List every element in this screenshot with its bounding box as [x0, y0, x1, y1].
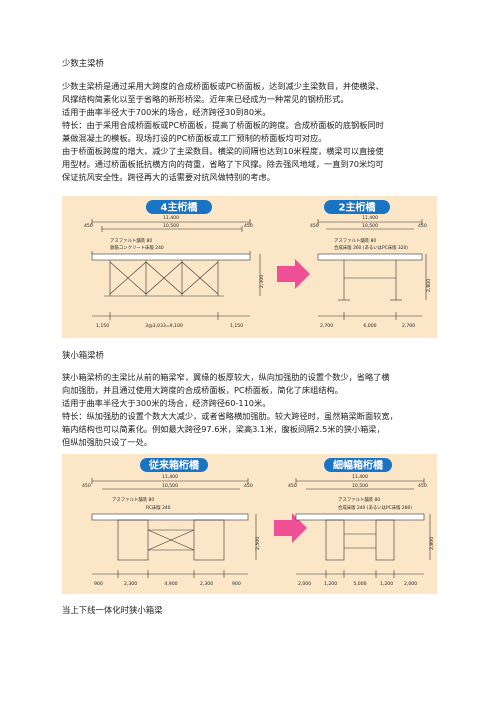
narrow-box-section-drawing — [295, 478, 431, 578]
section-title-few-girder: 少数主梁桥 — [62, 58, 104, 68]
title-pill-left: 従来箱桁橋 — [140, 458, 208, 472]
dim-bottom-left-c: 3@3,033=9,100 — [145, 323, 183, 329]
dim-bottom-left-2: 2,300 — [124, 581, 137, 587]
text-line: 保证抗风安全性。跨径再大的话需要对抗风做特别的考虑。 — [62, 172, 275, 182]
text-line: 兼做混凝土的模板。现场打设的PC桥面板或工厂预制的桥面板均可对应。 — [62, 133, 327, 143]
dim-total-width-right: 11,400 — [352, 474, 368, 480]
label-paving-left: アスファルト舗装 80 — [110, 237, 152, 244]
text-line: 用型材。通过桥面板抵抗横方向的荷重，省略了下风撑。除去强风地域，一直到70米均可 — [62, 159, 384, 169]
dim-bottom-left-r: 1,150 — [230, 323, 243, 329]
pill-right-text: 2主桁橋 — [339, 201, 377, 214]
text-line: 箱内结构也可以简素化。例如最大跨径97.6米，梁高3.1米，腹板间隔2.5米的狭… — [62, 424, 385, 434]
dim-height-right: 2,800 — [426, 279, 432, 292]
dim-height-right: 2,800 — [429, 537, 435, 550]
dim-height-left: 2,300 — [259, 275, 265, 288]
text-line: 适用于曲率半径大于700米的场合，经济跨径30到80米。 — [62, 107, 271, 117]
text-line: 适用于曲率半径大于300米的场合，经济跨径60-110米。 — [62, 398, 271, 408]
title-pill-right: 細幅箱桁橋 — [324, 458, 392, 472]
dim-bottom-left-l: 1,150 — [96, 323, 109, 329]
label-slab-left: 鉄筋コンクリート床版 240 — [110, 244, 164, 251]
dim-bottom-left-1: 900 — [94, 581, 103, 587]
four-girder-section-drawing — [91, 219, 261, 320]
dim-bottom-right-r: 2,700 — [402, 323, 415, 329]
dim-edge-right-l: 450 — [288, 483, 297, 489]
title-pill-left: 4主桁橋 — [146, 200, 212, 214]
label-paving-left: アスファルト舗装 80 — [112, 496, 154, 503]
text-line: 向加强肋，并且通过使用大跨度的合成桥面板，PC桥面板，简化了床组结构。 — [62, 385, 343, 395]
figure-girder-comparison: 4主桁橋 2主桁橋 — [62, 196, 437, 338]
dim-roadway-right: 10,500 — [362, 223, 378, 229]
section-body-few-girder: 少数主梁桥是通过采用大跨度的合成桥面板或PC桥面板，达到减少主梁数目，并使横梁、… — [62, 80, 442, 184]
text-line: 狭小箱梁桥的主梁比从前的箱梁窄，翼缘的板厚较大，纵向加强肋的设置个数少，省略了横 — [62, 372, 390, 382]
dim-total-width-left: 11,400 — [162, 474, 178, 480]
label-paving-right: アスファルト舗装 80 — [334, 237, 376, 244]
text-line: 风撑结构简素化以至于省略的新形桥梁。近年来已经成为一种常见的钢桥形式。 — [62, 94, 349, 104]
dim-bottom-right-l: 2,700 — [320, 323, 333, 329]
label-slab-left: RC床版 240 — [146, 504, 171, 511]
figure-box-svg: 従来箱桁橋 細幅箱桁橋 11,40 — [82, 458, 435, 587]
dim-edge-left-r: 450 — [244, 483, 253, 489]
dim-bottom-right-4: 1,200 — [380, 581, 393, 587]
figure-box-girder-comparison: 従来箱桁橋 細幅箱桁橋 11,40 — [62, 454, 437, 594]
dim-total-width-right: 11,400 — [362, 215, 378, 221]
text-line: 特长：纵加强肋的设置个数大大减少，或者省略横加强肋。较大跨径时，虽然箱梁断面较宽… — [62, 411, 398, 421]
text-line: 由于桥面板跨度的增大，减少了主梁数目。横梁的间隔也达到10米程度，横梁可以直接使 — [62, 146, 384, 156]
section-title-integrated-box: 当上下线一体化时狭小箱梁 — [62, 605, 163, 615]
label-paving-right: アスファルト舗装 80 — [338, 496, 380, 503]
label-slab-right: 合成床版 240 (あるいはPC床版 280) — [338, 504, 412, 511]
dim-roadway-left: 10,500 — [163, 223, 179, 229]
pill-left-text: 従来箱桁橋 — [148, 459, 200, 472]
dim-total-width-left: 11,400 — [163, 215, 179, 221]
dim-roadway-right: 10,500 — [352, 483, 368, 489]
dim-bottom-left-3: 4,900 — [164, 581, 177, 587]
conventional-box-section-drawing — [91, 478, 257, 578]
dim-height-left: 2,500 — [255, 537, 261, 550]
two-girder-section-drawing — [317, 219, 427, 320]
pill-left-text: 4主桁橋 — [161, 201, 199, 214]
dim-bottom-left-5: 900 — [232, 581, 241, 587]
pill-right-text: 細幅箱桁橋 — [333, 459, 384, 472]
dim-edge-right-l: 450 — [310, 223, 319, 229]
transition-arrow — [274, 513, 307, 543]
section-body-narrow-box: 狭小箱梁桥的主梁比从前的箱梁窄，翼缘的板厚较大，纵向加强肋的设置个数少，省略了横… — [62, 371, 442, 449]
dim-edge-left-r: 450 — [244, 223, 253, 229]
transition-arrow — [277, 259, 310, 289]
dim-bottom-right-2: 1,200 — [324, 581, 337, 587]
dim-bottom-right-1: 2,000 — [298, 581, 311, 587]
dim-bottom-right-c: 6,000 — [363, 323, 376, 329]
dim-edge-left-l: 450 — [84, 223, 93, 229]
dim-bottom-right-3: 5,000 — [353, 581, 366, 587]
title-pill-right: 2主桁橋 — [324, 200, 390, 214]
label-slab-right: 合成床版 260 (あるいはPC床版 320) — [334, 244, 408, 251]
text-line: 但纵加强肋只设了一处。 — [62, 437, 153, 447]
text-line: 特长：由于采用合成桥面板或PC桥面板，提高了桥面板的跨度。合成桥面板的底钢板同时 — [62, 120, 384, 130]
dim-edge-right-r: 450 — [418, 223, 427, 229]
figure-girder-svg: 4主桁橋 2主桁橋 — [84, 200, 432, 329]
dim-edge-right-r: 450 — [418, 483, 427, 489]
dim-edge-left-l: 450 — [82, 483, 91, 489]
section-title-narrow-box: 狭小箱梁桥 — [62, 350, 104, 360]
text-line: 少数主梁桥是通过采用大跨度的合成桥面板或PC桥面板，达到减少主梁数目，并使横梁、 — [62, 81, 384, 91]
dim-bottom-left-4: 2,300 — [200, 581, 213, 587]
dim-roadway-left: 10,500 — [162, 483, 178, 489]
dim-bottom-right-5: 2,000 — [404, 581, 417, 587]
